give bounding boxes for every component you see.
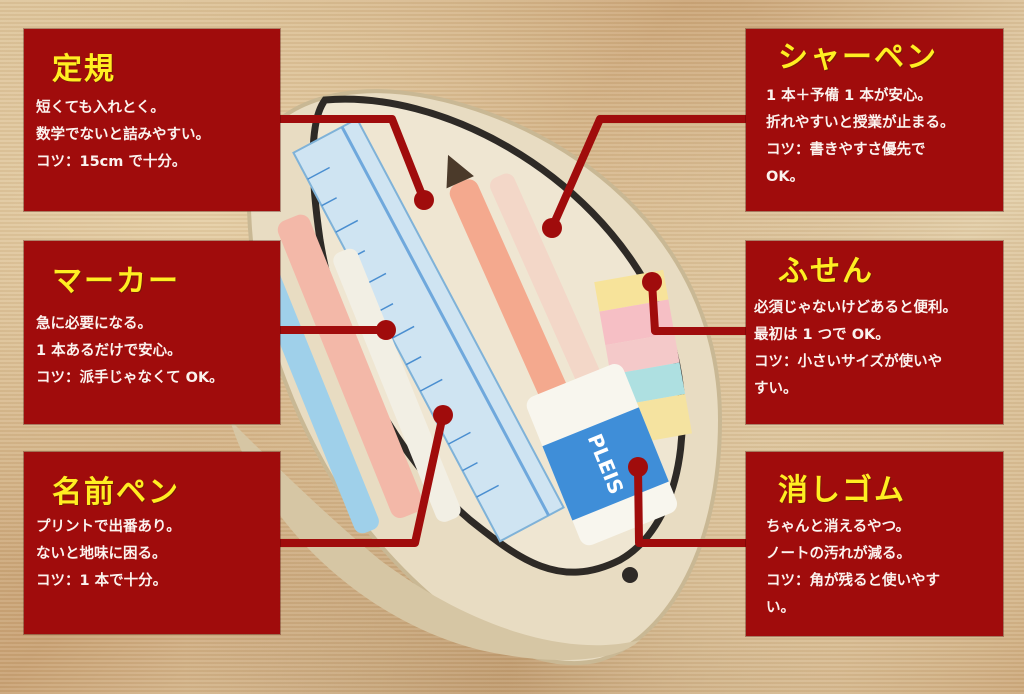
callout-tip: コツ：派手じゃなくて OK。	[36, 370, 224, 386]
callout-name-pen: 名前ペン プリントで出番あり。 ないと地味に困る。 コツ：1 本で十分。	[24, 452, 280, 634]
callout-body: 短くても入れとく。 数学でないと詰みやすい。 コツ：15cm で十分。	[36, 95, 210, 176]
callout-title: 定規	[52, 52, 116, 87]
callout-title: シャーペン	[778, 40, 938, 75]
callout-body: 急に必要になる。 1 本あるだけで安心。 コツ：派手じゃなくて OK。	[36, 311, 224, 392]
callout-body: 1 本＋予備 1 本が安心。 折れやすいと授業が止まる。 コツ：書きやすさ優先で…	[766, 83, 955, 191]
callout-marker: マーカー 急に必要になる。 1 本あるだけで安心。 コツ：派手じゃなくて OK。	[24, 241, 280, 424]
callout-tip: コツ：書きやすさ優先で	[766, 142, 926, 158]
callout-line: 急に必要になる。	[36, 316, 152, 332]
callout-line: 最初は 1 つで OK。	[754, 327, 890, 343]
callout-ruler: 定規 短くても入れとく。 数学でないと詰みやすい。 コツ：15cm で十分。	[24, 29, 280, 211]
callout-title: 名前ペン	[52, 475, 180, 510]
callout-mechanical-pencil: シャーペン 1 本＋予備 1 本が安心。 折れやすいと授業が止まる。 コツ：書き…	[746, 29, 1003, 211]
callout-title: ふせん	[778, 254, 874, 289]
callout-line: 必須じゃないけどあると便利。	[754, 300, 957, 316]
callout-tip-cont: すい。	[754, 381, 798, 397]
callout-line: ちゃんと消えるやつ。	[766, 519, 910, 535]
callout-line: 折れやすいと授業が止まる。	[766, 115, 955, 131]
callout-line: ないと地味に困る。	[36, 546, 167, 562]
callout-line: 1 本あるだけで安心。	[36, 343, 182, 359]
callout-tip: コツ：小さいサイズが使いや	[754, 354, 943, 370]
callout-tip-cont: OK。	[766, 169, 805, 185]
callout-line: 1 本＋予備 1 本が安心。	[766, 88, 932, 104]
callout-title: マーカー	[52, 264, 180, 299]
callout-line: プリントで出番あり。	[36, 519, 181, 535]
callout-body: プリントで出番あり。 ないと地味に困る。 コツ：1 本で十分。	[36, 514, 181, 595]
callout-line: 数学でないと詰みやすい。	[36, 127, 210, 143]
callout-line: ノートの汚れが減る。	[766, 546, 911, 562]
callout-title: 消しゴム	[778, 473, 906, 508]
callout-body: ちゃんと消えるやつ。 ノートの汚れが減る。 コツ：角が残ると使いやす い。	[766, 514, 940, 622]
callout-tip: コツ：1 本で十分。	[36, 573, 168, 589]
callout-tip: コツ：角が残ると使いやす	[766, 573, 940, 589]
callout-body: 必須じゃないけどあると便利。 最初は 1 つで OK。 コツ：小さいサイズが使い…	[754, 295, 957, 403]
callout-tip: コツ：15cm で十分。	[36, 154, 187, 170]
callout-sticky-notes: ふせん 必須じゃないけどあると便利。 最初は 1 つで OK。 コツ：小さいサイ…	[746, 241, 1003, 424]
callout-eraser: 消しゴム ちゃんと消えるやつ。 ノートの汚れが減る。 コツ：角が残ると使いやす …	[746, 452, 1003, 636]
callout-tip-cont: い。	[766, 600, 795, 616]
callout-line: 短くても入れとく。	[36, 100, 165, 116]
